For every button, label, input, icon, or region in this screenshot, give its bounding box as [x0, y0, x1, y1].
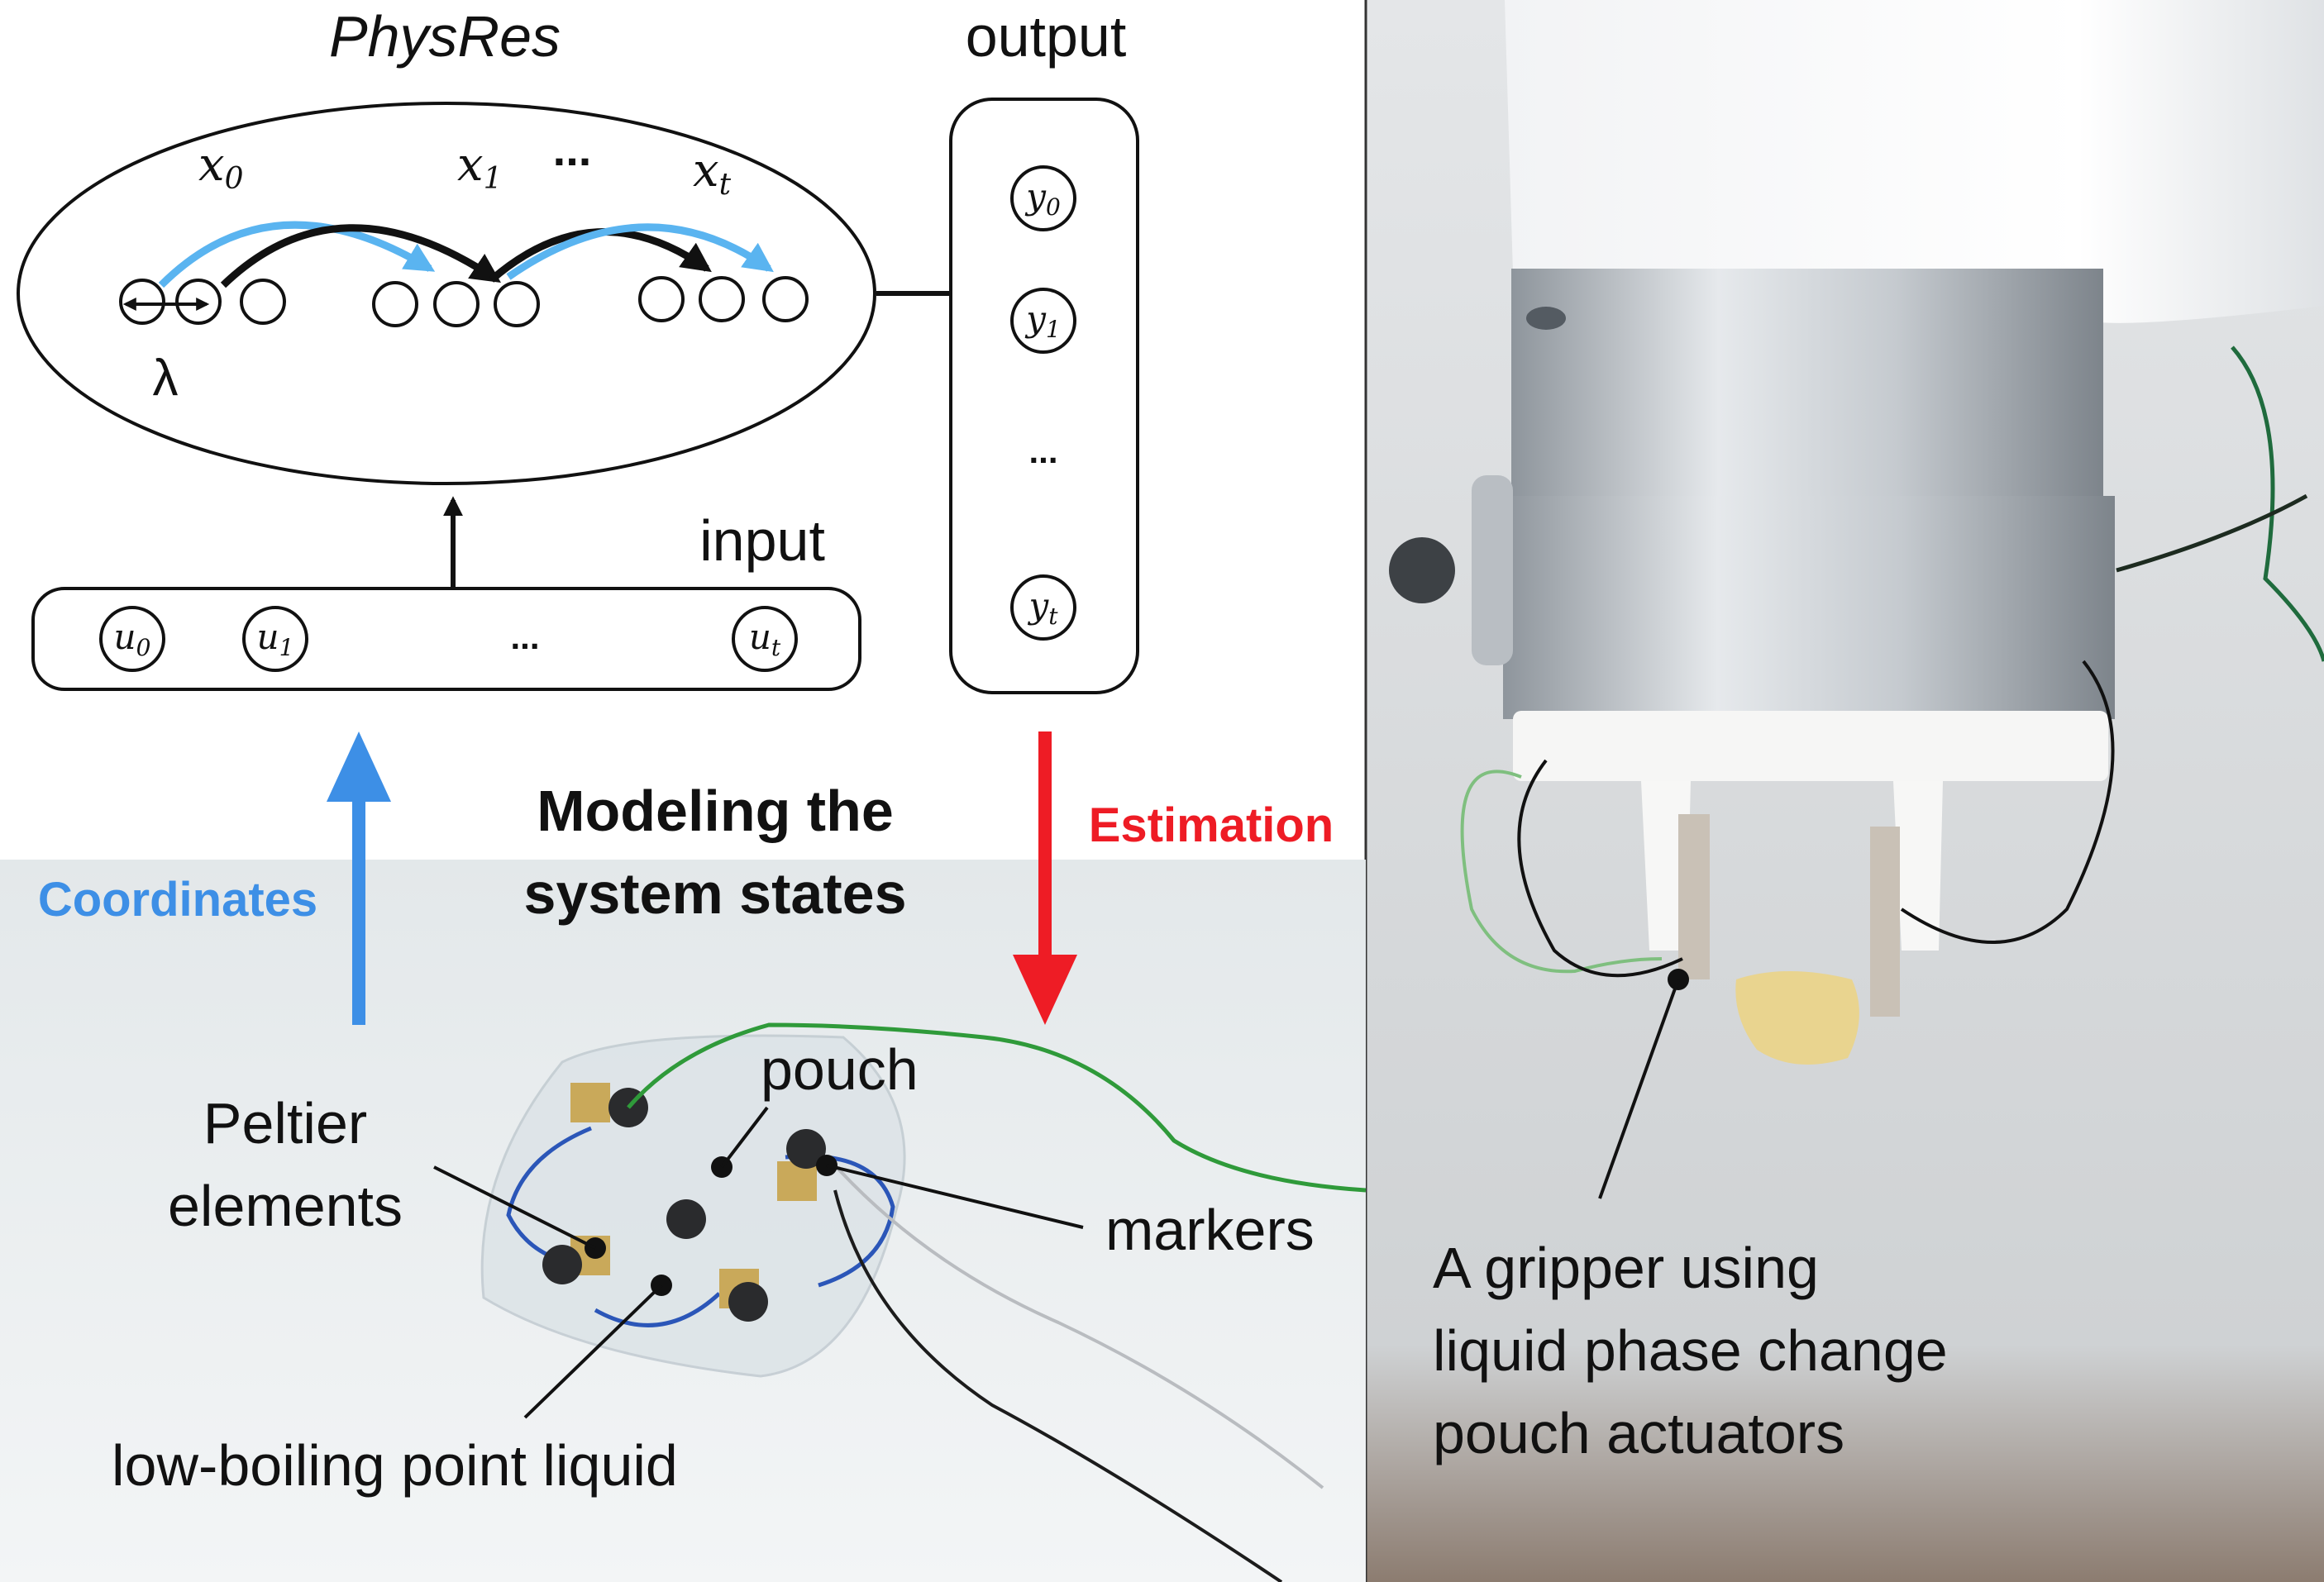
peltier-element [570, 1083, 610, 1122]
flange-ring [1503, 496, 2115, 719]
output-node-label: y1 [1024, 298, 1061, 343]
input-node-ut [732, 606, 798, 672]
coordinates-arrow-shaft [352, 785, 365, 1025]
wire-black [833, 1189, 1283, 1582]
modeling-title-line1: Modeling the [537, 779, 894, 843]
state-label-x0: x0 [198, 138, 244, 196]
liquid-label: low-boiling point liquid [112, 1433, 678, 1498]
output-node-y0 [1010, 165, 1076, 231]
state-label-dots: ... [553, 123, 592, 175]
physres-diagram: PhysRes x0 x1 ... xt λ output y0 y1 [17, 4, 1334, 1025]
input-node-u0 [99, 606, 165, 672]
output-dots: ... [1028, 431, 1057, 470]
wire-black-left [1517, 759, 1683, 978]
input-node-label: u1 [257, 617, 294, 661]
output-node-yt [1010, 574, 1076, 641]
reservoir-node [240, 279, 286, 325]
peltier-label-line1: Peltier [203, 1091, 367, 1156]
arc-blue-2 [506, 223, 774, 280]
physres-title: PhysRes [329, 4, 561, 69]
wire-green [627, 1022, 1367, 1193]
reservoir-node [433, 281, 480, 327]
output-label: output [966, 4, 1127, 69]
flange-hole [1526, 307, 1566, 330]
metal-flange [1511, 269, 2103, 508]
robot-arm-body [1505, 0, 2324, 323]
output-node-label: yt [1028, 585, 1059, 630]
output-box [949, 98, 1139, 694]
marker-dot [728, 1282, 768, 1322]
marker-dot [786, 1129, 826, 1169]
lambda-label: λ [153, 350, 179, 407]
coordinates-label: Coordinates [38, 873, 317, 927]
cable-connector [1389, 537, 1455, 603]
connector-block [1472, 475, 1513, 665]
pouch-actuator-right [1870, 827, 1900, 1017]
wire-grey [833, 1164, 1324, 1489]
arc-blue-1 [158, 221, 436, 288]
estimation-arrow-shaft [1038, 731, 1052, 971]
reservoir-node [699, 276, 745, 322]
gripper-caption-line3: pouch actuators [1433, 1401, 1844, 1465]
peltier-label-line2: elements [168, 1174, 403, 1238]
markers-label: markers [1105, 1198, 1315, 1262]
gripper-photo: A gripper using liquid phase change pouc… [1364, 0, 2324, 1582]
input-node-label: u0 [114, 617, 151, 661]
estimation-arrow-head [1013, 955, 1077, 1025]
reservoir-node [762, 276, 809, 322]
state-label-x1: x1 [457, 138, 503, 196]
gripper-pointer-line [1598, 979, 1680, 1199]
arc-black-1 [220, 224, 501, 288]
reservoir-node [494, 281, 540, 327]
wire-black-right [2116, 493, 2308, 573]
peltier-pointer-line [433, 1165, 596, 1250]
coordinates-arrow-head [327, 731, 391, 802]
estimation-label: Estimation [1089, 798, 1334, 852]
grasped-object [1735, 971, 1859, 1065]
pouch-pointer-line [720, 1106, 769, 1169]
marker-dot [542, 1245, 582, 1284]
wire-green-left [1460, 770, 1663, 974]
input-dots: ... [510, 617, 539, 656]
gripper-caption-line2: liquid phase change [1433, 1318, 1948, 1383]
gripper-mount [1513, 711, 2108, 781]
wire-black-far [1900, 660, 2115, 944]
pouch-label: pouch [761, 1037, 919, 1102]
gripper-caption-line1: A gripper using [1433, 1236, 1819, 1300]
reservoir-node [175, 279, 222, 325]
pouch-photo: pouch Peltier elements markers low-boili… [0, 860, 1367, 1582]
reservoir-node [372, 281, 418, 327]
output-node-label: y0 [1024, 176, 1061, 221]
input-node-u1 [242, 606, 308, 672]
markers-pointer-line [826, 1164, 1084, 1229]
state-label-xt: xt [693, 144, 732, 202]
input-label: input [699, 508, 825, 573]
modeling-title-line2: system states [523, 861, 906, 926]
reservoir-node [119, 279, 165, 325]
wire-green-right [2231, 345, 2324, 662]
reservoir-node [638, 276, 685, 322]
input-box [31, 587, 861, 691]
pouch-actuator-left [1678, 814, 1710, 979]
input-node-label: ut [749, 617, 781, 661]
marker-dot [666, 1199, 706, 1239]
liquid-pointer-line [523, 1284, 663, 1419]
gripper-finger-right [1893, 781, 1943, 951]
output-node-y1 [1010, 288, 1076, 354]
